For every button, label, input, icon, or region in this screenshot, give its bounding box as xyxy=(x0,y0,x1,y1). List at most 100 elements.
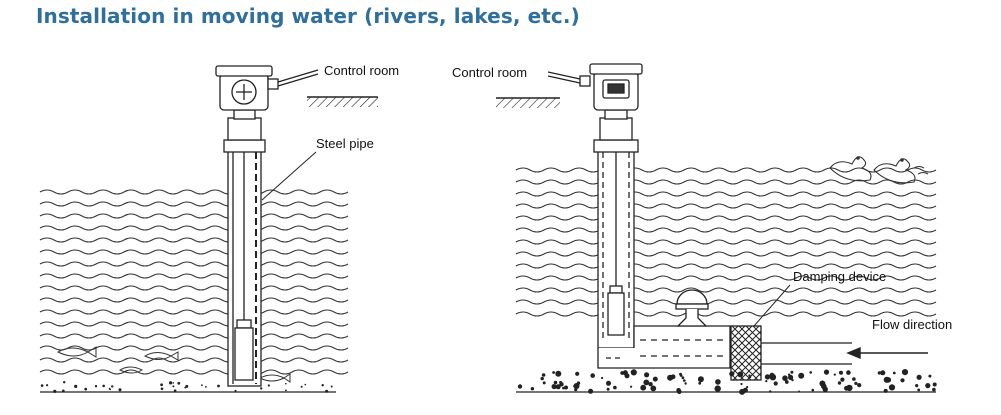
left-control-room-ground xyxy=(307,96,378,107)
riverbed-pebble xyxy=(846,384,853,392)
riverbed-pebble xyxy=(530,387,535,391)
riverbed-pebble xyxy=(562,386,565,390)
riverbed-pebble xyxy=(769,374,777,381)
riverbed-pebble xyxy=(798,372,805,379)
riverbed-pebble xyxy=(900,378,905,383)
horizontal-channel xyxy=(597,325,731,369)
riverbed-pebble xyxy=(764,374,771,380)
damping-device xyxy=(675,289,709,327)
wave-line xyxy=(39,249,349,255)
riverbed-pebble xyxy=(588,388,594,394)
right-riverbed xyxy=(516,369,937,395)
riverbed-pebble xyxy=(917,388,921,392)
riverbed-pebble xyxy=(555,384,561,390)
riverbed-pebble xyxy=(564,385,568,390)
riverbed-pebble xyxy=(640,384,647,391)
left-control-room-label: Control room xyxy=(324,63,399,78)
riverbed-pebble xyxy=(697,376,704,383)
wave-line xyxy=(515,239,937,245)
riverbed-pebble xyxy=(552,371,555,374)
riverbed-pebble xyxy=(901,369,909,376)
riverbed-pebble xyxy=(573,385,576,388)
riverbed-pebble xyxy=(185,384,189,388)
riverbed-pebble xyxy=(925,383,931,389)
riverbed-pebble xyxy=(606,380,611,386)
riverbed-pebble xyxy=(304,383,307,386)
riverbed-pebble xyxy=(172,382,175,384)
wave-line xyxy=(515,311,937,317)
riverbed-pebble xyxy=(94,385,98,388)
riverbed-pebble xyxy=(892,371,896,375)
wave-line xyxy=(515,263,937,269)
riverbed-pebble xyxy=(932,382,937,387)
riverbed-pebble xyxy=(782,375,788,382)
riverbed-pebble xyxy=(833,373,836,376)
riverbed-pebble xyxy=(590,373,595,378)
riverbed-pebble xyxy=(877,371,882,375)
riverbed-pebble xyxy=(325,389,329,393)
riverbed-pebble xyxy=(177,381,181,385)
riverbed-pebble xyxy=(321,384,324,387)
riverbed-pebble xyxy=(630,385,633,388)
riverbed-pebble xyxy=(118,388,122,392)
wave-line xyxy=(515,299,937,305)
riverbed-pebble xyxy=(883,376,890,383)
riverbed-pebble xyxy=(205,386,207,388)
wave-line xyxy=(515,227,937,233)
riverbed-pebble xyxy=(648,382,653,387)
riverbed-pebble xyxy=(823,369,830,375)
riverbed-pebble xyxy=(839,370,843,375)
riverbed-pebble xyxy=(809,371,812,374)
wave-line xyxy=(39,237,349,243)
riverbed-pebble xyxy=(541,373,546,377)
riverbed-pebble xyxy=(74,384,78,388)
riverbed-pebble xyxy=(173,389,177,393)
riverbed-pebble xyxy=(746,386,749,389)
riverbed-pebble xyxy=(740,382,743,386)
riverbed-pebble xyxy=(773,381,778,386)
riverbed-pebble xyxy=(846,370,851,375)
riverbed-pebble xyxy=(880,370,886,376)
riverbed-pebble xyxy=(234,389,237,392)
riverbed-pebble xyxy=(916,374,922,380)
riverbed-pebble xyxy=(285,382,287,385)
wave-line xyxy=(39,189,349,195)
riverbed-pebble xyxy=(330,385,333,388)
wave-line xyxy=(39,261,349,267)
riverbed-pebble xyxy=(684,382,687,385)
duck-illustrations xyxy=(829,156,929,184)
riverbed-pebble xyxy=(46,384,49,387)
riverbed-pebble xyxy=(260,387,263,390)
riverbed-pebble xyxy=(670,374,676,380)
left-water-waves xyxy=(39,189,349,375)
riverbed-pebble xyxy=(62,381,66,384)
right-transmitter-head xyxy=(579,63,643,141)
riverbed-pebble xyxy=(575,371,580,376)
wave-line xyxy=(39,333,349,339)
wave-line xyxy=(39,273,349,279)
riverbed-pebble xyxy=(630,369,637,376)
wave-line xyxy=(39,213,349,219)
riverbed-pebble xyxy=(62,390,65,393)
riverbed-pebble xyxy=(652,376,658,382)
right-control-room-label: Control room xyxy=(452,65,527,80)
riverbed-pebble xyxy=(40,384,44,387)
right-submersible-probe xyxy=(607,152,625,336)
riverbed-pebble xyxy=(555,370,562,377)
riverbed-pebble xyxy=(852,377,856,381)
riverbed-pebble xyxy=(267,384,270,387)
riverbed-pebble xyxy=(300,385,303,388)
riverbed-pebble xyxy=(160,383,164,387)
steel-pipe-leader-line xyxy=(261,151,317,201)
riverbed-pebble xyxy=(553,380,558,385)
riverbed-pebble xyxy=(883,388,888,393)
riverbed-pebble xyxy=(811,388,815,392)
riverbed-pebble xyxy=(517,384,523,389)
wave-line xyxy=(39,369,349,375)
left-riverbed xyxy=(40,381,336,393)
damping-device-leader-line xyxy=(753,284,791,327)
flow-direction-arrow xyxy=(846,346,928,360)
riverbed-pebble xyxy=(798,390,801,393)
riverbed-pebble xyxy=(102,384,105,388)
